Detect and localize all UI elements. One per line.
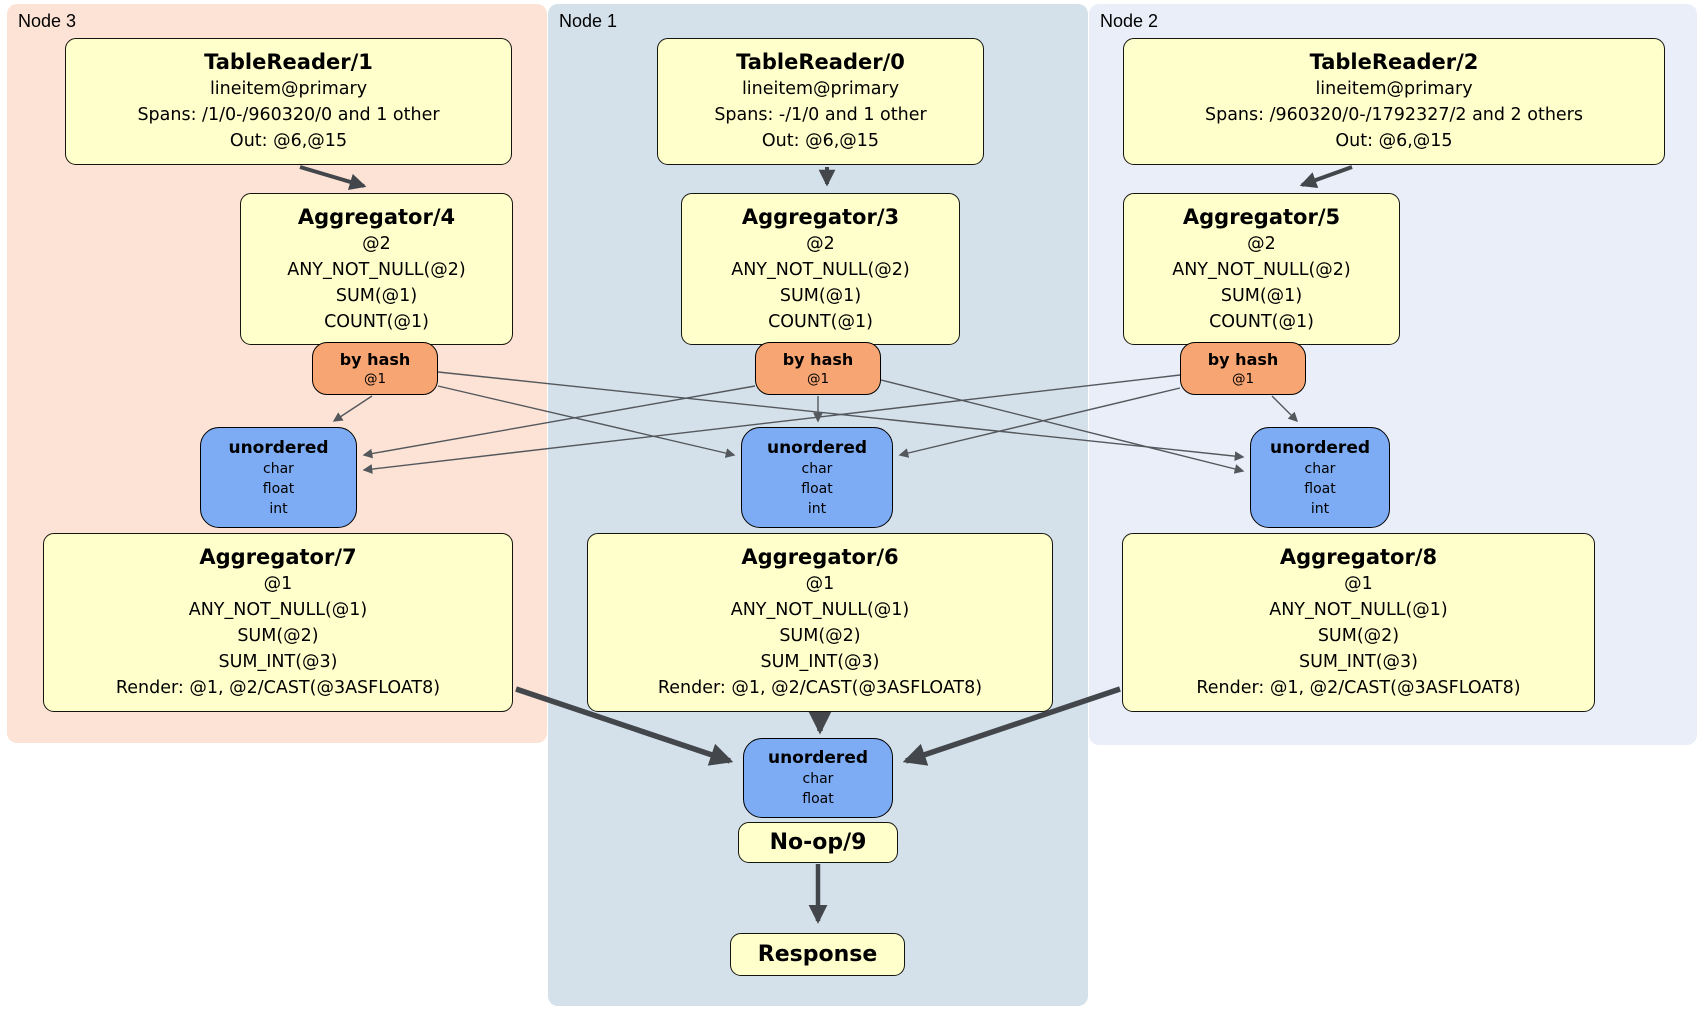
hash-router-node1-title: by hash [782,349,854,369]
edge-tr1-agg4 [299,165,367,190]
aggregator-4-node: Aggregator/4 @2 ANY_NOT_NULL(@2) SUM(@1)… [240,193,513,345]
unordered-sync-node3-details: char float int [262,460,295,517]
edge-agg7-unfinal [515,686,734,766]
edge-agg8-unfinal [902,686,1121,766]
unordered-sync-final-title: unordered [767,748,869,768]
hash-router-node1-details: @1 [806,370,830,387]
unordered-sync-final: unordered char float [743,738,893,818]
edge-hash2-un3 [362,374,1181,474]
tablereader-1-title: TableReader/1 [204,50,373,74]
edge-hash1-un2 [880,379,1245,474]
hash-router-node2-title: by hash [1207,349,1279,369]
edge-hash3-un1 [437,385,736,458]
unordered-sync-node2: unordered char float int [1250,427,1390,528]
node3-region-label: Node 3 [18,11,77,31]
aggregator-8-node: Aggregator/8 @1 ANY_NOT_NULL(@1) SUM(@2)… [1122,533,1595,712]
hash-router-node3-details: @1 [363,370,387,387]
aggregator-5-details: @2 ANY_NOT_NULL(@2) SUM(@1) COUNT(@1) [1172,233,1351,332]
response-node: Response [730,933,905,976]
aggregator-3-details: @2 ANY_NOT_NULL(@2) SUM(@1) COUNT(@1) [731,233,910,332]
hash-router-node2-details: @1 [1231,370,1255,387]
unordered-sync-node1-title: unordered [766,437,868,458]
tablereader-0-node: TableReader/0 lineitem@primary Spans: -/… [657,38,984,165]
hash-router-node2: by hash @1 [1180,342,1306,395]
response-title: Response [757,941,878,967]
aggregator-6-title: Aggregator/6 [741,545,899,569]
tablereader-0-details: lineitem@primary Spans: -/1/0 and 1 othe… [714,79,927,151]
unordered-sync-node2-title: unordered [1269,437,1371,458]
unordered-sync-node1-details: char float int [801,460,833,517]
tablereader-1-node: TableReader/1 lineitem@primary Spans: /1… [65,38,512,165]
unordered-sync-node2-details: char float int [1304,460,1336,517]
aggregator-5-node: Aggregator/5 @2 ANY_NOT_NULL(@2) SUM(@1)… [1123,193,1400,345]
hash-router-node3: by hash @1 [312,342,438,395]
edge-hash3-un3 [332,395,373,422]
tablereader-0-title: TableReader/0 [736,50,905,74]
tablereader-2-title: TableReader/2 [1309,50,1479,74]
edge-hash2-un2 [1271,395,1299,423]
tablereader-2-node: TableReader/2 lineitem@primary Spans: /9… [1123,38,1665,165]
aggregator-4-title: Aggregator/4 [297,204,456,229]
aggregator-3-title: Aggregator/3 [741,204,900,229]
noop-9-node: No-op/9 [738,822,898,863]
tablereader-1-details: lineitem@primary Spans: /1/0-/960320/0 a… [137,79,440,151]
unordered-sync-final-details: char float [802,771,834,807]
tablereader-2-details: lineitem@primary Spans: /960320/0-/17923… [1204,79,1583,151]
unordered-sync-node3: unordered char float int [200,427,357,528]
aggregator-8-details: @1 ANY_NOT_NULL(@1) SUM(@2) SUM_INT(@3) … [1196,574,1521,698]
edge-hash1-un3 [362,385,756,459]
noop-9-title: No-op/9 [769,829,867,855]
aggregator-6-node: Aggregator/6 @1 ANY_NOT_NULL(@1) SUM(@2)… [587,533,1053,712]
node2-region-label: Node 2 [1100,11,1159,31]
aggregator-6-details: @1 ANY_NOT_NULL(@1) SUM(@2) SUM_INT(@3) … [657,574,983,698]
hash-router-node3-title: by hash [339,349,411,369]
aggregator-7-title: Aggregator/7 [199,545,357,569]
unordered-sync-node3-title: unordered [228,437,329,458]
aggregator-5-title: Aggregator/5 [1182,204,1341,229]
node1-region-label: Node 1 [559,11,618,31]
aggregator-7-details: @1 ANY_NOT_NULL(@1) SUM(@2) SUM_INT(@3) … [115,574,441,698]
aggregator-3-node: Aggregator/3 @2 ANY_NOT_NULL(@2) SUM(@1)… [681,193,960,345]
edge-hash2-un1 [898,387,1181,458]
unordered-sync-node1: unordered char float int [741,427,893,528]
aggregator-7-node: Aggregator/7 @1 ANY_NOT_NULL(@1) SUM(@2)… [43,533,513,712]
edge-tr2-agg5 [1299,165,1353,189]
hash-router-node1: by hash @1 [755,342,881,395]
aggregator-4-details: @2 ANY_NOT_NULL(@2) SUM(@1) COUNT(@1) [287,233,466,332]
aggregator-8-title: Aggregator/8 [1279,545,1438,569]
